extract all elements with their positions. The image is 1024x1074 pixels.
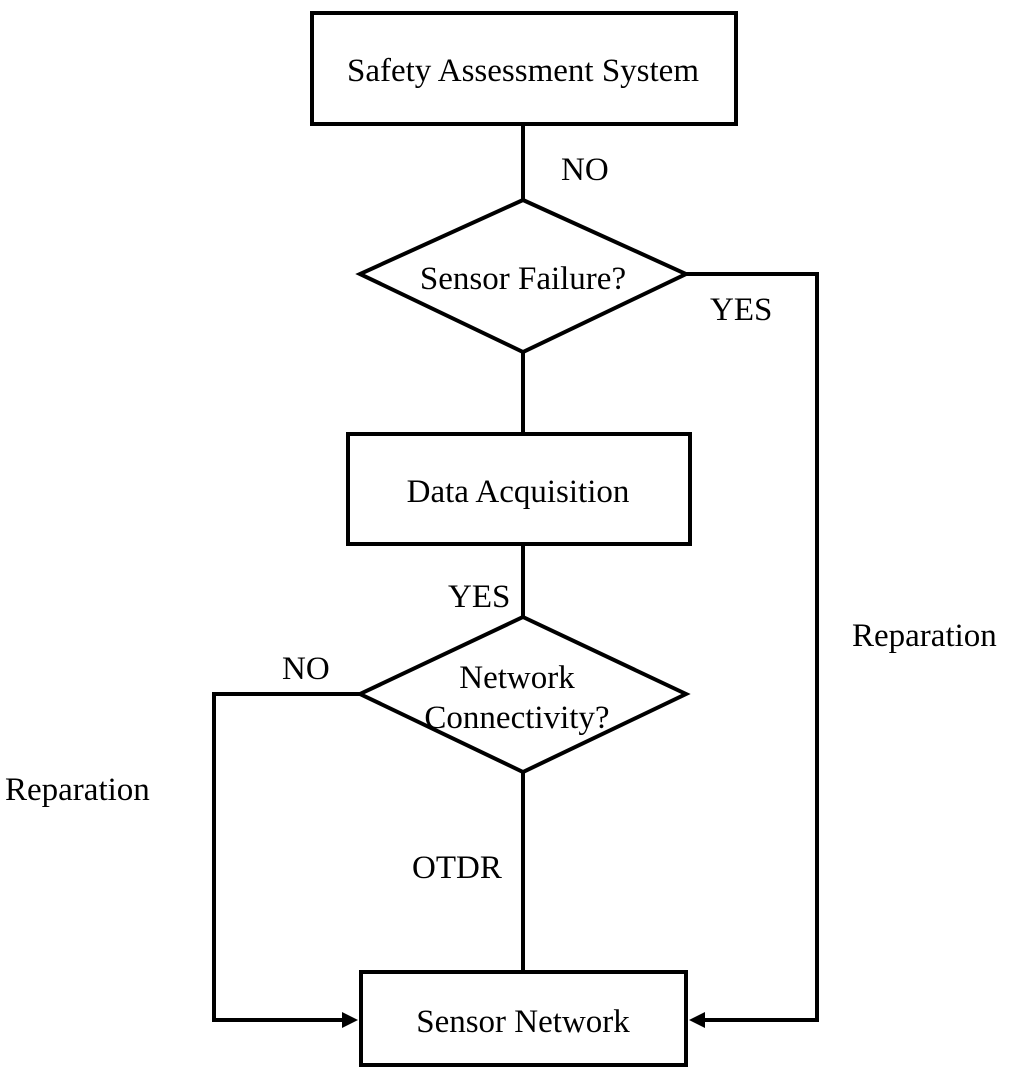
edge-label-acquisition-yes: YES: [448, 579, 510, 615]
node-sensor-network: Sensor Network: [359, 970, 688, 1067]
connector-connectivity-no-loop: [212, 692, 360, 1022]
node-label-data-acquisition: Data Acquisition: [407, 474, 630, 510]
edge-label-reparation-left: Reparation: [5, 772, 150, 808]
node-safety-assessment-system: Safety Assessment System: [310, 11, 738, 126]
edge-label-failure-yes: YES: [710, 292, 772, 328]
arrowhead-left-loop: [342, 1012, 358, 1028]
decision-diamond: [355, 197, 691, 355]
process-box: [310, 11, 738, 126]
decision-diamond: [355, 614, 691, 775]
node-label-sensor-network: Sensor Network: [416, 1004, 630, 1040]
node-label-network-line1: Network: [459, 660, 575, 696]
node-label-sensor-failure: Sensor Failure?: [420, 261, 626, 297]
arrowhead-right-loop: [689, 1012, 705, 1028]
node-network-connectivity-decision: Network Connectivity?: [355, 614, 691, 775]
edge-label-reparation-right: Reparation: [852, 618, 997, 654]
edge-label-safety-no: NO: [561, 152, 609, 188]
edge-label-otdr: OTDR: [412, 850, 502, 886]
connectors: [212, 124, 819, 1022]
process-box: [359, 970, 688, 1067]
node-label-safety-assessment: Safety Assessment System: [347, 53, 699, 89]
node-data-acquisition: Data Acquisition: [346, 432, 692, 546]
process-box: [346, 432, 692, 546]
edge-label-connectivity-no: NO: [282, 651, 330, 687]
node-sensor-failure-decision: Sensor Failure?: [355, 197, 691, 355]
node-label-network-line2: Connectivity?: [424, 700, 609, 736]
connector-failure-yes-loop: [686, 272, 819, 1022]
